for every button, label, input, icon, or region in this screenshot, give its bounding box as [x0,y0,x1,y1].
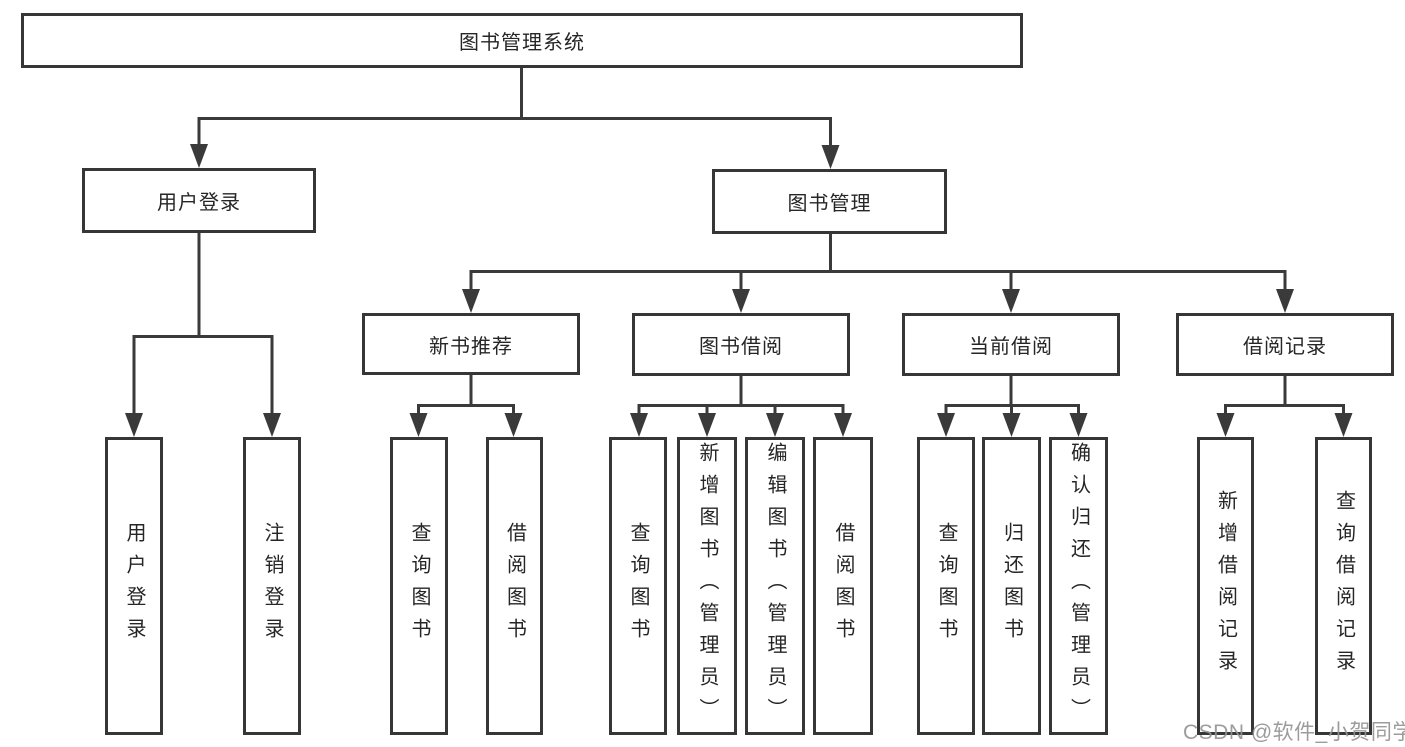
arrowhead-down [190,144,208,168]
arrowhead-down [1276,289,1294,313]
arrowhead-down [1216,413,1235,437]
arrowhead-down [834,413,852,437]
arrowhead-down [937,413,955,437]
connector-root-children [190,68,840,169]
connector-records-children [1216,376,1353,437]
node-borrowing-records: 借阅记录 [1176,313,1394,376]
node-leaf-user-login: 用户登录 [105,437,163,735]
node-label: 编辑图书（管理员） [764,442,786,730]
node-leaf-query-books-1: 查询图书 [390,437,448,735]
node-leaf-query-books-2: 查询图书 [609,437,667,735]
node-label: 用户登录 [157,192,241,214]
node-new-book-recommend: 新书推荐 [362,313,580,375]
node-leaf-add-borrow-record: 新增借阅记录 [1197,437,1254,735]
arrowhead-down [766,413,784,437]
arrowhead-down [698,413,716,437]
node-leaf-add-books-admin: 新增图书（管理员） [677,437,737,735]
connector-new-book-children [409,375,523,437]
node-leaf-query-books-3: 查询图书 [917,437,975,735]
arrowhead-down [1002,289,1020,313]
arrowhead-down [504,413,523,437]
node-user-login: 用户登录 [82,168,316,233]
arrowhead-down [1069,413,1088,437]
node-leaf-borrow-books-1: 借阅图书 [486,437,543,735]
node-label: 新书推荐 [429,335,513,358]
node-leaf-return-books: 归还图书 [982,437,1041,735]
node-leaf-logout: 注销登录 [243,437,301,735]
arrowhead-down [409,413,428,437]
node-label: 图书借阅 [699,336,783,358]
node-leaf-borrow-books-2: 借阅图书 [813,437,873,735]
arrowhead-down [1334,413,1353,437]
node-label: 查询图书 [627,522,649,650]
node-label: 图书管理系统 [459,32,585,54]
node-current-borrowing: 当前借阅 [902,313,1120,376]
arrowhead-down [732,289,750,313]
node-label: 图书管理 [787,193,872,215]
node-label: 当前借阅 [969,336,1053,358]
node-label: 借阅记录 [1243,336,1327,358]
connector-book-mgmt-children [462,234,1294,313]
node-label: 借阅图书 [503,522,526,650]
arrowhead-down [263,413,281,437]
node-book-management: 图书管理 [712,169,947,234]
node-leaf-query-borrow-record: 查询借阅记录 [1315,437,1372,735]
node-label: 新增借阅记录 [1214,490,1237,682]
node-leaf-confirm-return-admin: 确认归还（管理员） [1049,437,1108,735]
arrowhead-down [1002,413,1021,437]
node-label: 注销登录 [261,522,283,650]
node-label: 查询借阅记录 [1332,490,1355,682]
node-label: 新增图书（管理员） [696,442,718,730]
connector-user-login-children [125,233,281,437]
arrowhead-down [630,413,648,437]
connector-book-borrow-children [630,376,852,437]
node-label: 用户登录 [123,522,145,650]
node-book-borrowing: 图书借阅 [632,313,850,376]
connector-current-borrow-children [937,376,1088,437]
node-label: 查询图书 [408,522,430,650]
node-label: 借阅图书 [832,522,854,650]
arrowhead-down [125,413,143,437]
node-label: 查询图书 [935,522,957,650]
node-leaf-edit-books-admin: 编辑图书（管理员） [745,437,805,735]
watermark: CSDN @软件_小贺同学 [1183,721,1405,744]
node-library-system: 图书管理系统 [21,13,1023,68]
node-label: 归还图书 [1000,522,1023,650]
arrowhead-down [462,289,480,313]
node-label: 确认归还（管理员） [1067,442,1090,730]
arrowhead-down [821,145,840,169]
